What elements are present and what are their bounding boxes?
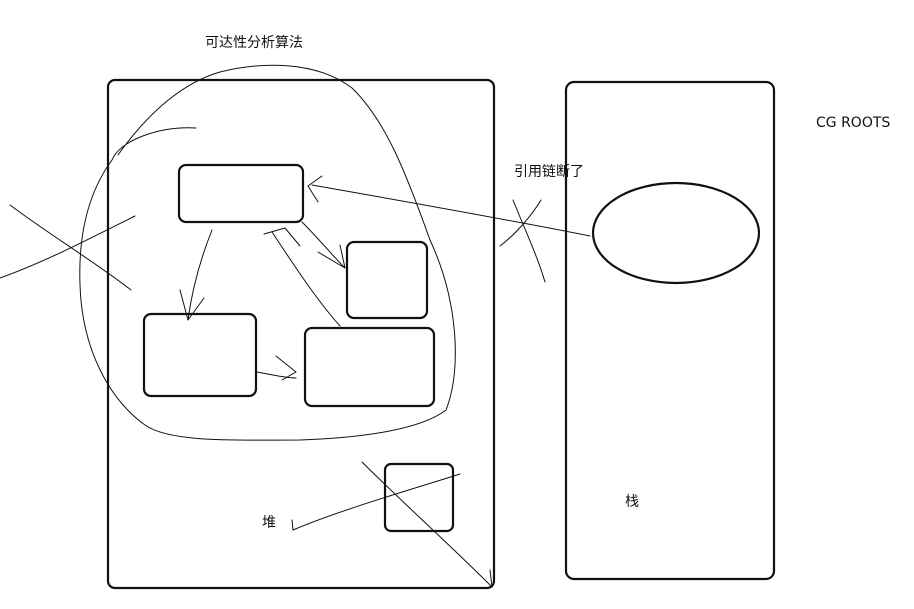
arrow-top-to-bottom — [271, 231, 341, 327]
arrow-top-to-right-head — [317, 244, 346, 269]
heap-label-pointer — [292, 473, 461, 531]
unreachable-cross-head — [489, 569, 493, 588]
reference-arrow-head — [307, 175, 323, 203]
gc-roots-label: CG ROOTS — [816, 115, 891, 131]
object-box-top — [177, 163, 305, 224]
heap-label: 堆 — [262, 515, 276, 531]
broken-chain-cross-a — [512, 199, 546, 283]
object-box-right-small — [345, 240, 429, 320]
arrow-top-to-left-head — [179, 289, 205, 321]
heap-region — [106, 78, 496, 590]
arrow-left-to-bottom-head — [275, 355, 297, 381]
chain-broken-label: 引用链断了 — [514, 164, 584, 180]
heap-label-pointer-tail — [291, 519, 294, 531]
diagram-title: 可达性分析算法 — [205, 35, 303, 51]
reference-line-root-to-object — [311, 184, 591, 237]
object-box-bottom-right — [303, 326, 436, 408]
arrow-left-to-bottom — [255, 371, 297, 379]
gc-root-ellipse — [591, 181, 761, 285]
stack-label: 栈 — [625, 494, 639, 510]
object-box-left — [142, 312, 258, 398]
broken-chain-cross-b — [499, 199, 542, 247]
unreachable-cross-stroke — [361, 461, 493, 588]
cross-stroke-left-a — [9, 204, 132, 291]
object-box-unreachable — [383, 462, 455, 533]
stack-region — [564, 80, 776, 581]
cross-stroke-left-b — [0, 215, 136, 279]
arrow-top-to-bottom-head — [263, 227, 301, 247]
reachable-region-outline — [79, 64, 456, 441]
arrow-top-to-left — [187, 229, 213, 321]
arrow-top-to-right — [301, 221, 346, 269]
